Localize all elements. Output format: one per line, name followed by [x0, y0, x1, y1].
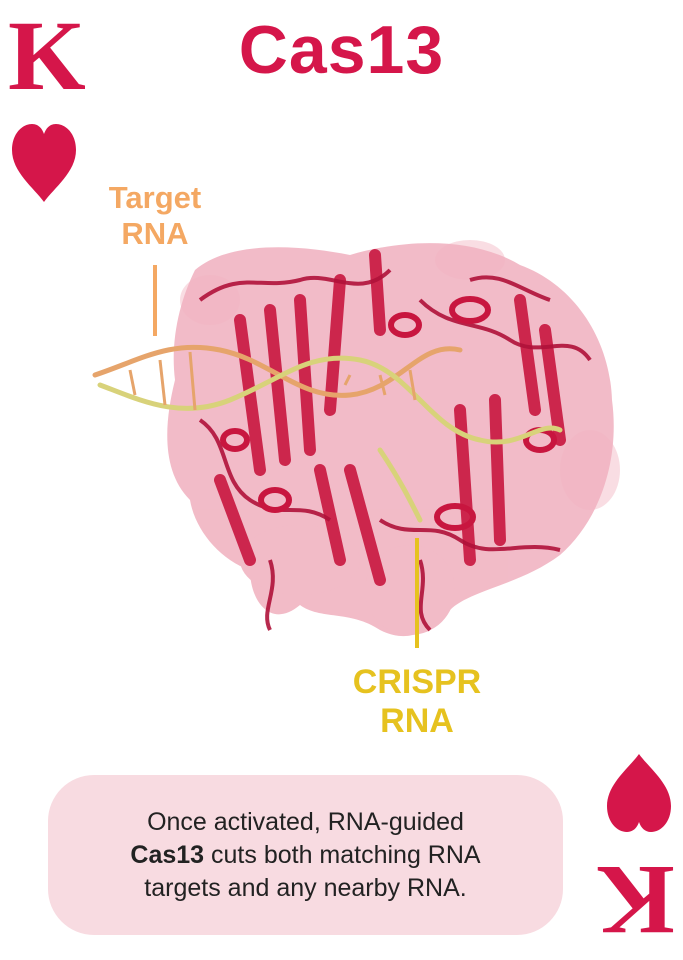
caption-box: Once activated, RNA-guided Cas13 cuts bo…	[48, 775, 563, 935]
crispr-rna-label: CRISPR RNA	[352, 663, 482, 740]
target-rna-label: Target RNA	[108, 180, 202, 251]
page-title: Cas13	[238, 12, 445, 88]
heart-icon	[607, 754, 671, 832]
caption-text: Once activated, RNA-guided Cas13 cuts bo…	[130, 807, 481, 902]
heart-icon	[12, 124, 76, 202]
rank-top-left: K	[8, 0, 86, 111]
